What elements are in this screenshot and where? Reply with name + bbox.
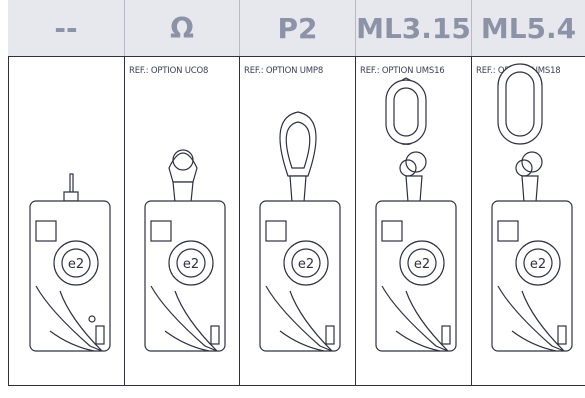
column-none bbox=[8, 56, 125, 386]
device-logo: e2 bbox=[530, 257, 546, 272]
device-drawing-ml315: e2 bbox=[375, 77, 457, 352]
column-p2 bbox=[240, 56, 356, 386]
large-master-link-icon bbox=[497, 63, 543, 145]
header-cell-omega: Ω bbox=[125, 0, 240, 56]
ref-label: REF.: OPTION UMP8 bbox=[244, 66, 324, 76]
table-top-border bbox=[8, 56, 585, 57]
device-logo: e2 bbox=[68, 257, 84, 272]
header-cell-none: -- bbox=[8, 0, 125, 56]
device-drawing-p2: e2 bbox=[259, 111, 341, 352]
device-drawing-none: e2 bbox=[29, 173, 111, 352]
header-label: P2 bbox=[277, 11, 318, 45]
ref-label: REF.: OPTION UCO8 bbox=[129, 66, 209, 76]
device-logo: e2 bbox=[183, 257, 199, 272]
header-cell-ml54: ML5.4 bbox=[472, 0, 585, 56]
header-cell-p2: P2 bbox=[240, 0, 356, 56]
header-label: ML3.15 bbox=[356, 11, 471, 45]
device-body: e2 bbox=[29, 200, 111, 352]
device-drawing-ml54: e2 bbox=[491, 63, 573, 352]
column-omega bbox=[125, 56, 240, 386]
device-drawing-omega: e2 bbox=[144, 149, 226, 352]
header-label: -- bbox=[54, 11, 78, 45]
header-cell-ml315: ML3.15 bbox=[356, 0, 472, 56]
column-ml315 bbox=[356, 56, 472, 386]
device-logo: e2 bbox=[414, 257, 430, 272]
table-bottom-border bbox=[8, 385, 585, 386]
device-logo: e2 bbox=[298, 257, 314, 272]
header-label: ML5.4 bbox=[480, 11, 577, 45]
header-label: Ω bbox=[170, 11, 194, 45]
ref-label: REF.: OPTION UMS16 bbox=[360, 66, 445, 76]
